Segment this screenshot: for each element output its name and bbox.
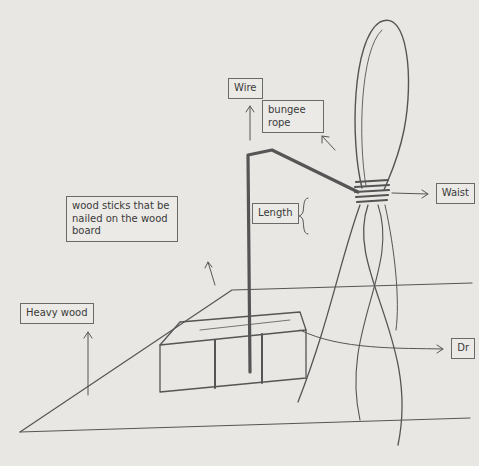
hanger-loop (355, 20, 408, 190)
label-box: Wire (228, 78, 263, 99)
label-text: Wire (234, 82, 257, 95)
label-text: Waist (442, 187, 469, 200)
wood-sticks (215, 334, 262, 388)
label-text: Heavy wood (26, 307, 88, 320)
leader-arrow (322, 136, 335, 150)
dress-strand (298, 205, 360, 402)
label-text: wood sticks that be nailed on the wood b… (72, 200, 172, 238)
label-text: bungee rope (268, 104, 318, 129)
label-text: Dr (457, 342, 469, 355)
label-box: Heavy wood (20, 303, 94, 324)
wood-block-line (200, 320, 290, 330)
label-box: Waist (436, 183, 475, 204)
label-box: Length (252, 203, 299, 224)
label-box: Dr (451, 338, 475, 359)
board-edge (20, 418, 470, 432)
dress-strand (356, 205, 383, 420)
rope-wrap (355, 180, 389, 202)
hanger-loop-inner (362, 30, 382, 186)
leader-arrow (84, 332, 92, 395)
board-outline (20, 283, 472, 432)
wood-block-front (160, 330, 306, 392)
label-box: wood sticks that be nailed on the wood b… (66, 196, 178, 242)
label-text: Length (258, 207, 293, 220)
leader-arrow (392, 190, 428, 198)
wire-post (248, 150, 358, 372)
leader-arrow (246, 106, 254, 140)
length-bracket (298, 198, 308, 234)
leader-arrow (300, 330, 443, 353)
label-box: bungee rope (262, 100, 324, 133)
leader-arrow (205, 262, 215, 285)
dress-strand (385, 205, 397, 330)
wood-block-top (160, 312, 306, 345)
